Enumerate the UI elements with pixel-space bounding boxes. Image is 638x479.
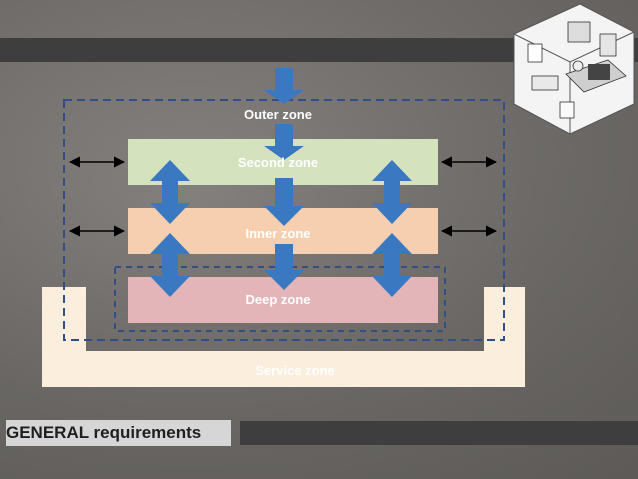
down-arrow-2: [264, 124, 304, 160]
down-arrow-1: [264, 68, 304, 104]
page-title: GENERAL requirements: [6, 420, 231, 446]
vertical-double-arrow-right-top: [372, 160, 412, 224]
bottom-dark-bar: [240, 421, 638, 445]
vertical-double-arrow-right-bottom: [372, 233, 412, 297]
down-arrow-3: [264, 178, 304, 226]
vertical-double-arrow-left-bottom: [150, 233, 190, 297]
second-zone-label: Second zone: [237, 155, 319, 170]
outer-zone-boundary: [63, 99, 505, 341]
outer-zone-label: Outer zone: [244, 107, 312, 122]
room-sketch-thumbnail: [513, 3, 635, 135]
service-zone-shape: [42, 287, 525, 387]
down-arrow-4: [264, 244, 304, 290]
service-zone-label: Service zone: [255, 363, 335, 378]
inner-zone-label: Inner zone: [245, 226, 311, 241]
vertical-double-arrow-left-top: [150, 160, 190, 224]
deep-zone-label: Deep zone: [245, 292, 311, 307]
